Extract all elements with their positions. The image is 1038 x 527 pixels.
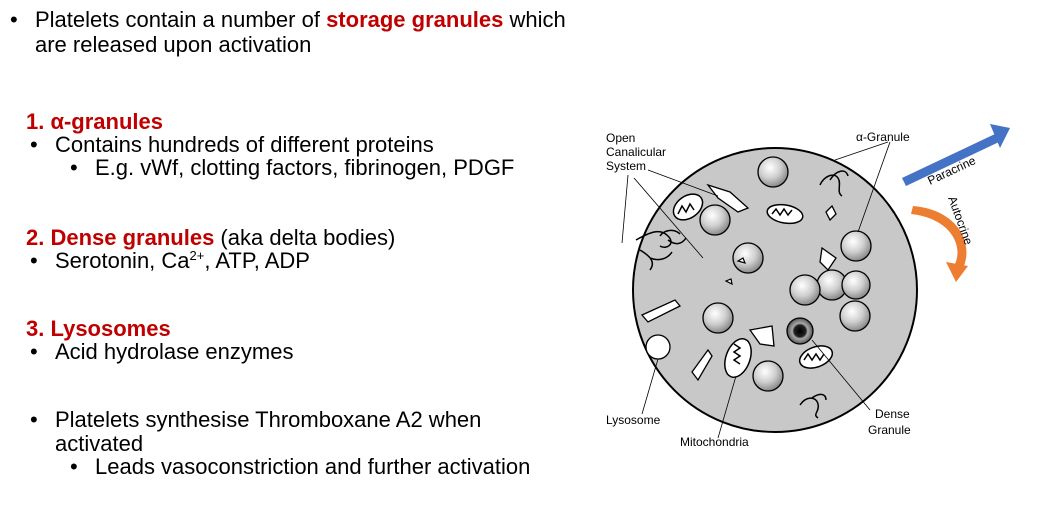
lysosome-heading: 3. Lysosomes bbox=[26, 316, 171, 341]
dense-granule bbox=[786, 317, 814, 345]
intro-text-post: which bbox=[503, 7, 566, 32]
thromboxane-line1: Platelets synthesise Thromboxane A2 when bbox=[55, 407, 482, 432]
alpha-heading: 1. α-granules bbox=[26, 109, 164, 134]
open-tubules bbox=[640, 183, 837, 382]
alpha-granules bbox=[699, 156, 872, 392]
mitochondria-group bbox=[672, 193, 834, 378]
thromboxane-subbullet: Leads vasoconstriction and further activ… bbox=[70, 454, 531, 480]
thromboxane-subbullet-text: Leads vasoconstriction and further activ… bbox=[95, 454, 531, 479]
leader-lines bbox=[621, 141, 891, 439]
intro-bullet: Platelets contain a number of storage gr… bbox=[10, 7, 566, 33]
lysosome-bullet-text: Acid hydrolase enzymes bbox=[55, 339, 294, 364]
dense-granule-label-2: Granule bbox=[868, 423, 911, 437]
intro-text-pre: Platelets contain a number of bbox=[35, 7, 327, 32]
alpha-subbullet: E.g. vWf, clotting factors, fibrinogen, … bbox=[70, 155, 515, 181]
intro-highlight: storage granules bbox=[326, 7, 504, 32]
open-label-1: Open bbox=[606, 131, 635, 145]
dense-bullet-sup: 2+ bbox=[189, 248, 205, 263]
dense-heading-line: 2. Dense granules (aka delta bodies) bbox=[26, 226, 395, 250]
thromboxane-line2: activated bbox=[55, 431, 144, 456]
dense-bullet-pre: Serotonin, Ca bbox=[55, 248, 190, 273]
mitochondria-label: Mitochondria bbox=[680, 435, 749, 449]
dense-bullet: Serotonin, Ca2+, ATP, ADP bbox=[30, 248, 310, 274]
lysosome-label: Lysosome bbox=[606, 413, 661, 427]
lysosome bbox=[645, 334, 671, 360]
small-vesicles bbox=[724, 257, 747, 286]
open-label-3: System bbox=[606, 159, 646, 173]
intro-line2: are released upon activation bbox=[35, 32, 312, 57]
autocrine-arrow bbox=[911, 206, 968, 282]
dense-aside: (aka delta bodies) bbox=[214, 225, 396, 250]
paracrine-arrow bbox=[902, 124, 1010, 186]
lysosome-bullet: Acid hydrolase enzymes bbox=[30, 339, 294, 365]
alpha-subbullet-text: E.g. vWf, clotting factors, fibrinogen, … bbox=[95, 155, 515, 180]
platelet-diagram: Paracrine Autocrine Open Canalicular Sys… bbox=[606, 124, 1010, 449]
canalicular-system bbox=[635, 170, 849, 419]
thromboxane-bullet: Platelets synthesise Thromboxane A2 when bbox=[30, 407, 482, 433]
dense-bullet-post: , ATP, ADP bbox=[204, 248, 310, 273]
dense-granule-label-1: Dense bbox=[875, 407, 910, 421]
alpha-granule-label: α-Granule bbox=[856, 130, 910, 144]
open-label-2: Canalicular bbox=[606, 145, 666, 159]
alpha-bullet: Contains hundreds of different proteins bbox=[30, 132, 434, 158]
dense-heading: 2. Dense granules bbox=[26, 225, 215, 250]
alpha-bullet-text: Contains hundreds of different proteins bbox=[55, 132, 434, 157]
